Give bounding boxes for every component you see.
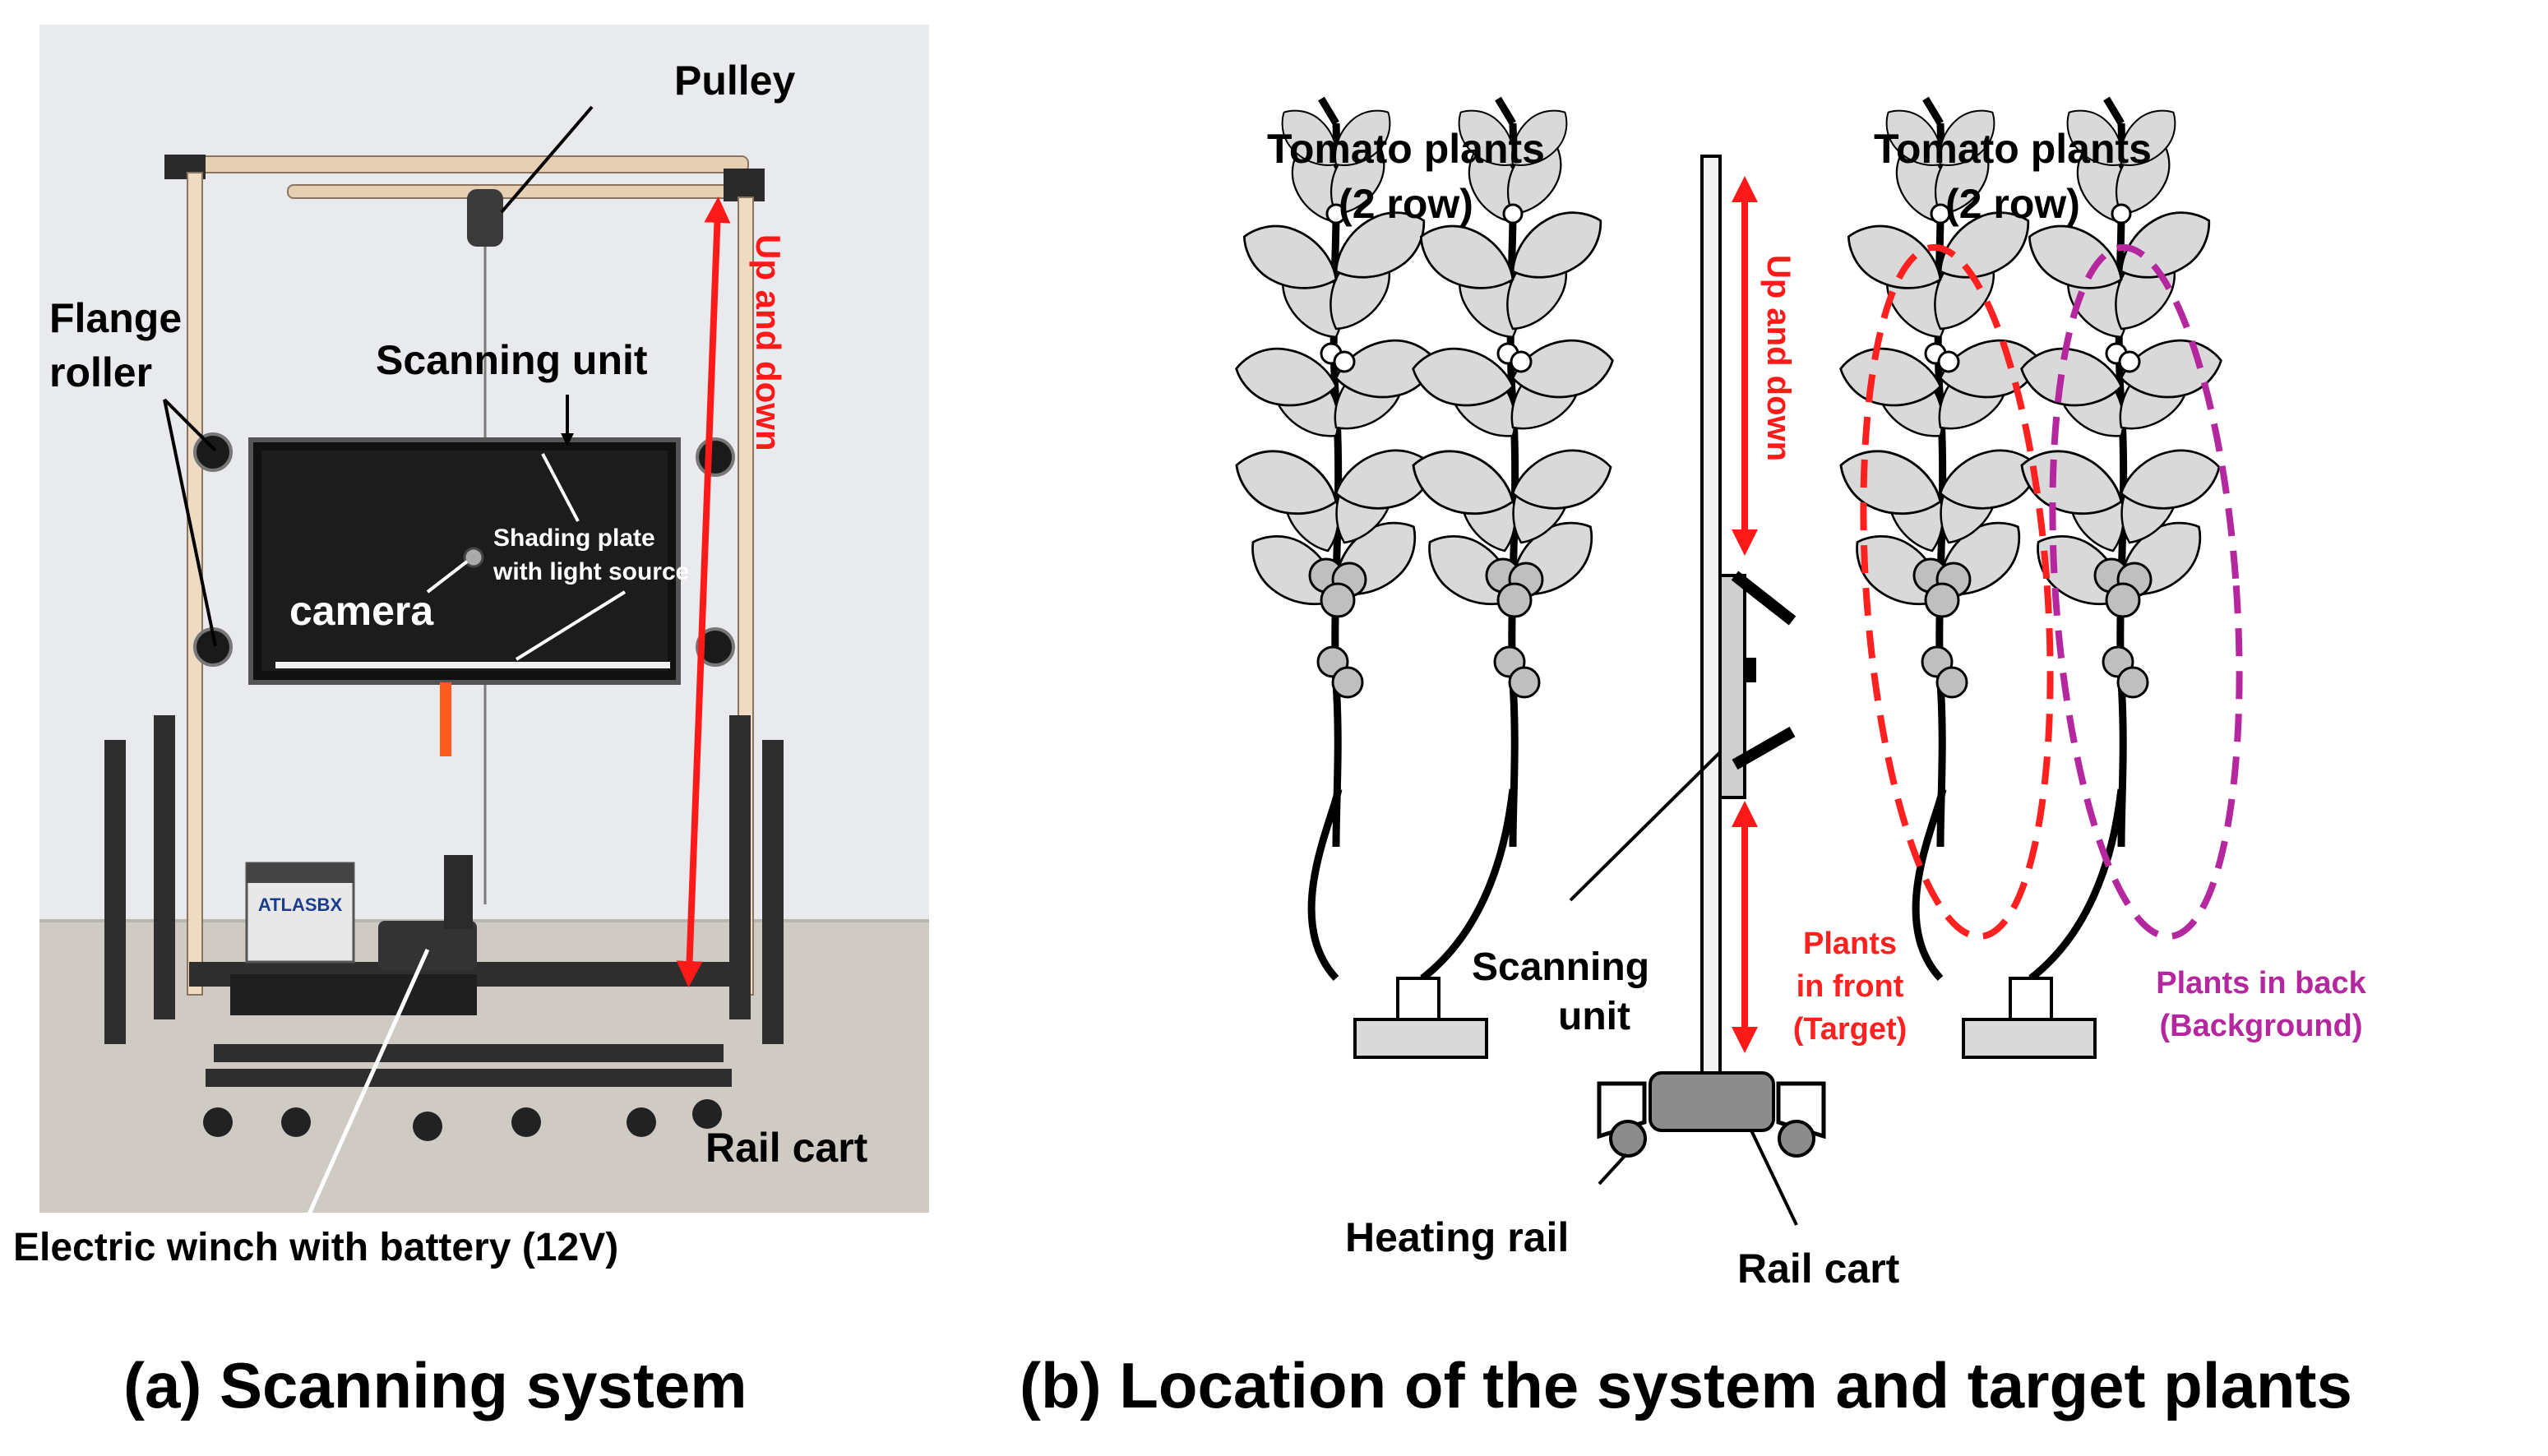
up-and-down-label-a: Up and down [749, 234, 788, 451]
tomato-left-line1: Tomato plants [1267, 126, 1545, 172]
shading-plate-label-line1: Shading plate [493, 525, 655, 552]
tomato-plants-right [1831, 98, 2227, 1059]
pulley-label: Pulley [674, 58, 795, 104]
rail-cart-label-b: Rail cart [1737, 1246, 1900, 1292]
caption-a: (a) Scanning system [123, 1349, 747, 1421]
scanning-system-photo: ATLASBX [39, 25, 929, 1227]
up-and-down-label-b: Up and down [1760, 255, 1797, 461]
panel-b: Tomato plants (2 row) Tomato plants (2 r… [1020, 98, 2367, 1421]
target-label-line1: Plants [1803, 927, 1897, 961]
up-down-arrow-a [676, 196, 731, 987]
scanning-unit-label-a: Scanning unit [376, 337, 648, 383]
battery-brand-text: ATLASBX [258, 894, 343, 915]
camera-label: camera [289, 588, 434, 634]
panel-a: ATLASBX Pulley Flange roller Scanning un… [13, 25, 929, 1421]
tomato-right-line1: Tomato plants [1874, 126, 2152, 172]
background-plants-ellipse [2049, 243, 2243, 941]
target-label-line3: (Target) [1793, 1012, 1908, 1047]
target-plants-ellipse [1860, 243, 2054, 941]
flange-label-line1: Flange [49, 295, 182, 341]
rail-cart-label-a: Rail cart [705, 1125, 868, 1171]
scanning-unit-label-b-line1: Scanning [1472, 945, 1649, 989]
scanning-unit-label-b-line2: unit [1558, 995, 1630, 1038]
heating-rail-label: Heating rail [1345, 1214, 1569, 1260]
flange-label-line2: roller [49, 349, 152, 395]
background-label-line1: Plants in back [2156, 966, 2366, 1001]
caption-b: (b) Location of the system and target pl… [1020, 1349, 2352, 1421]
tomato-left-line2: (2 row) [1339, 181, 1473, 227]
winch-label: Electric winch with battery (12V) [13, 1226, 618, 1269]
tomato-plants-left [1227, 98, 1618, 1059]
shading-plate-label-line2: with light source [492, 558, 689, 585]
background-label-line2: (Background) [2160, 1009, 2363, 1043]
scanning-system-schematic [1597, 155, 1826, 1158]
tomato-right-line2: (2 row) [1945, 181, 2080, 227]
target-label-line2: in front [1797, 969, 1904, 1004]
